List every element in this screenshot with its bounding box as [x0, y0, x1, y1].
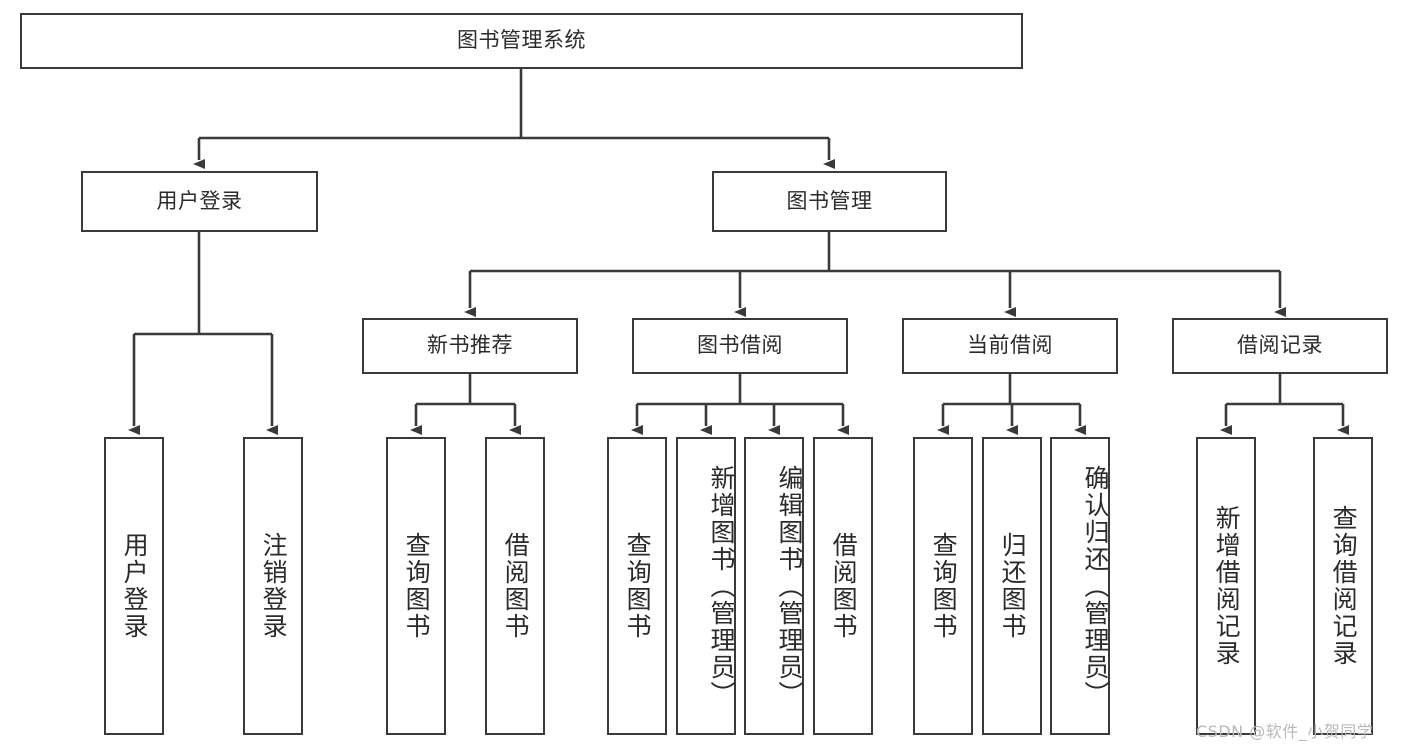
node-leaf-add-record[interactable]: 新增借阅记录: [1196, 437, 1256, 735]
node-leaf-edit-book-label: 编辑图书（管理员）: [775, 464, 804, 708]
node-leaf-user-login-label: 用户登录: [120, 532, 150, 640]
node-leaf-edit-book[interactable]: 编辑图书（管理员）: [744, 437, 804, 735]
node-current-borrow[interactable]: 当前借阅: [902, 318, 1118, 374]
node-leaf-borrow-book-rec-label: 借阅图书: [501, 532, 531, 640]
node-borrow-record[interactable]: 借阅记录: [1172, 318, 1388, 374]
node-book-borrow[interactable]: 图书借阅: [632, 318, 848, 374]
watermark: CSDN @软件_小贺同学: [1196, 722, 1374, 741]
node-user-login[interactable]: 用户登录: [81, 171, 318, 232]
node-root-label: 图书管理系统: [457, 28, 586, 53]
node-leaf-return-book[interactable]: 归还图书: [982, 437, 1042, 735]
node-leaf-confirm-return-label: 确认归还（管理员）: [1081, 464, 1110, 708]
node-leaf-add-book[interactable]: 新增图书（管理员）: [676, 437, 736, 735]
node-leaf-user-login[interactable]: 用户登录: [104, 437, 164, 735]
node-user-login-label: 用户登录: [156, 188, 243, 213]
node-leaf-confirm-return[interactable]: 确认归还（管理员）: [1050, 437, 1110, 735]
node-leaf-query-book-borrow-label: 查询图书: [623, 532, 653, 640]
node-book-manage[interactable]: 图书管理: [712, 171, 947, 232]
node-leaf-query-record[interactable]: 查询借阅记录: [1313, 437, 1373, 735]
node-leaf-query-record-label: 查询借阅记录: [1329, 505, 1359, 667]
node-leaf-add-book-label: 新增图书（管理员）: [707, 464, 736, 708]
node-leaf-borrow-book-label: 借阅图书: [829, 532, 859, 640]
node-leaf-query-book-borrow[interactable]: 查询图书: [607, 437, 667, 735]
node-book-manage-label: 图书管理: [786, 188, 873, 213]
node-leaf-borrow-book-rec[interactable]: 借阅图书: [485, 437, 545, 735]
node-leaf-add-record-label: 新增借阅记录: [1212, 505, 1242, 667]
node-leaf-query-book-cur[interactable]: 查询图书: [913, 437, 973, 735]
node-root[interactable]: 图书管理系统: [20, 13, 1023, 69]
node-new-book-rec[interactable]: 新书推荐: [362, 318, 578, 374]
node-leaf-logout-label: 注销登录: [259, 532, 289, 640]
node-new-book-rec-label: 新书推荐: [427, 333, 513, 358]
node-leaf-query-book-rec-label: 查询图书: [402, 532, 432, 640]
node-leaf-borrow-book[interactable]: 借阅图书: [813, 437, 873, 735]
node-leaf-query-book-rec[interactable]: 查询图书: [386, 437, 446, 735]
node-leaf-logout[interactable]: 注销登录: [243, 437, 303, 735]
node-borrow-record-label: 借阅记录: [1237, 333, 1323, 358]
node-current-borrow-label: 当前借阅: [967, 333, 1053, 358]
node-leaf-query-book-cur-label: 查询图书: [929, 532, 959, 640]
node-book-borrow-label: 图书借阅: [697, 333, 783, 358]
node-leaf-return-book-label: 归还图书: [998, 532, 1028, 640]
